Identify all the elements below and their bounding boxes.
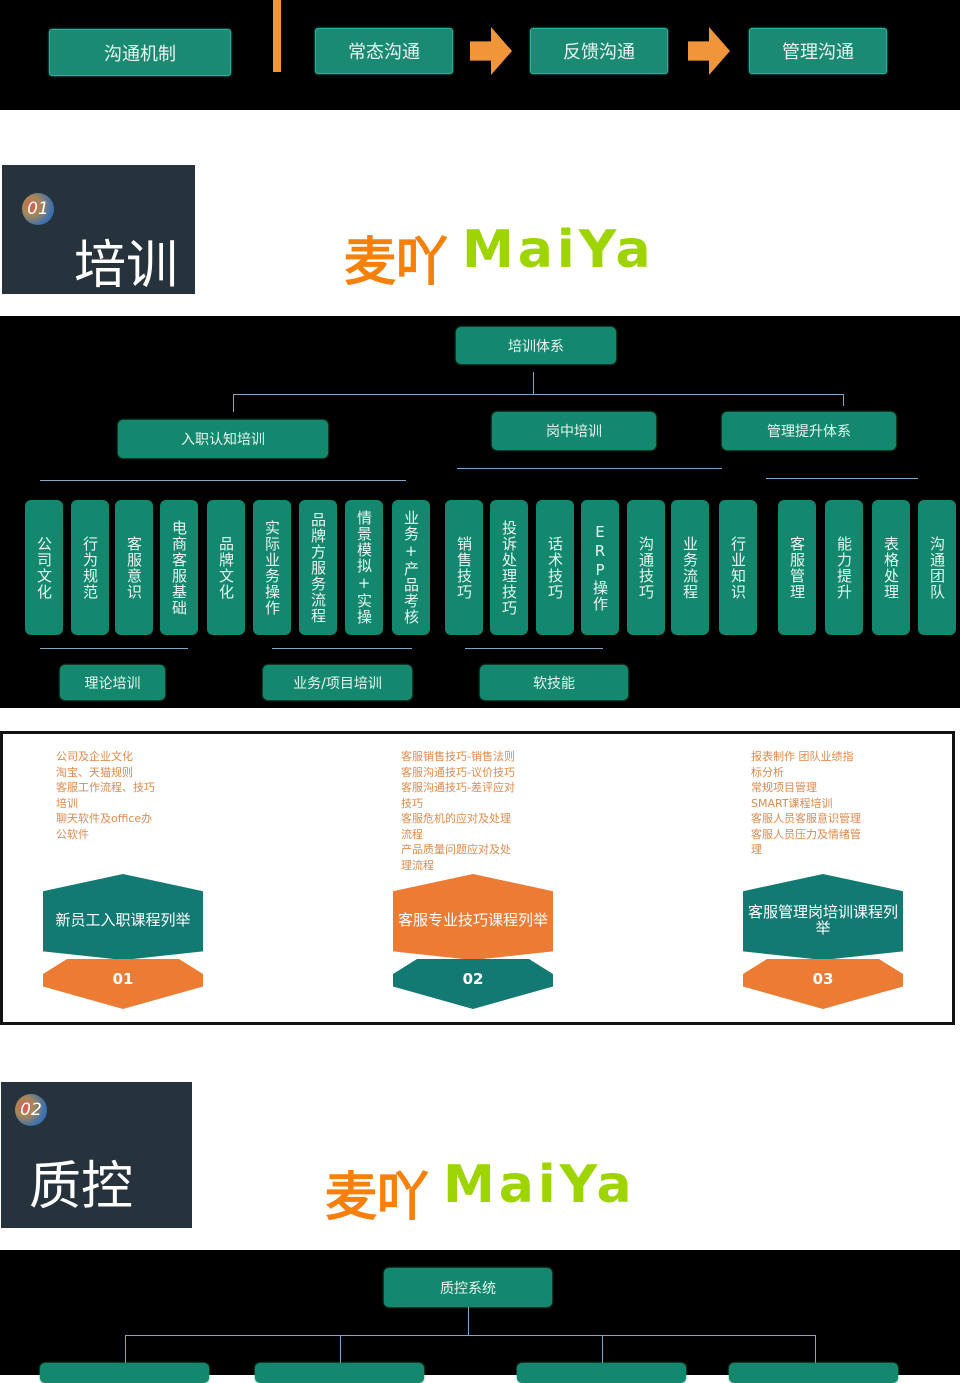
section-number-badge: 02 — [15, 1094, 47, 1126]
leaf-label: 公司文化 — [35, 535, 53, 600]
leaf-label: 客服管理 — [788, 535, 806, 600]
section-title: 培训 — [74, 236, 179, 296]
qc-child — [729, 1363, 898, 1383]
leaf-node: 公司文化 — [25, 500, 63, 635]
section-header-training: 01 培训 — [2, 165, 195, 296]
leaf-label: 品牌方服务流程 — [309, 511, 327, 624]
course-item: 公软件 — [56, 827, 89, 841]
section-header-qc: 02 质控 — [1, 1082, 192, 1228]
leaf-label: 电商客服基础 — [170, 519, 188, 616]
leaf-label: 实际业务操作 — [263, 519, 281, 616]
leaf-node: 客服管理 — [778, 500, 816, 635]
leaf-label: 情景模拟+实操 — [355, 510, 373, 625]
leaf-node: 品牌方服务流程 — [299, 500, 337, 635]
leaf-node: 沟通技巧 — [627, 500, 665, 635]
course-number-badge: 03 — [743, 959, 903, 1009]
qc-child — [255, 1363, 424, 1383]
course-items: 报表制作 团队业绩指标分析常规项目管理 SMART课程培训客服人员客服意识管理客服… — [751, 749, 861, 858]
course-item: 产品质量问题应对及处 — [401, 843, 511, 856]
leaf-label: 品牌文化 — [217, 535, 235, 600]
step-feedback: 反馈沟通 — [530, 28, 668, 74]
leaf-node: 行为规范 — [71, 500, 109, 635]
leaf-node: ERP操作 — [581, 500, 619, 635]
group-business: 业务/项目培训 — [263, 665, 412, 700]
arrow-right-icon — [688, 27, 730, 75]
leaf-label: 业务+产品考核 — [402, 510, 420, 625]
leaf-label: 行为规范 — [81, 535, 99, 600]
arrow-right-icon — [470, 27, 512, 75]
qc-child — [40, 1363, 209, 1383]
leaf-node: 销售技巧 — [445, 500, 483, 635]
course-number-badge: 02 — [393, 959, 553, 1009]
course-list-panel: 公司及企业文化淘宝、天猫规则客服工作流程、技巧培训聊天软件及office办公软件… — [0, 731, 955, 1025]
course-items: 客服销售技巧-销售法则客服沟通技巧-议价技巧客服沟通技巧-差评应对技巧客服危机的… — [401, 749, 515, 873]
leaf-label: 表格处理 — [882, 535, 900, 600]
course-item: 常规项目管理 — [751, 781, 817, 794]
qc-child — [517, 1363, 686, 1383]
leaf-node: 实际业务操作 — [253, 500, 291, 635]
leaf-label: ERP操作 — [591, 523, 609, 612]
course-item: 理 — [751, 843, 762, 856]
course-item: 培训 — [56, 796, 78, 810]
group-soft-skills: 软技能 — [480, 665, 628, 700]
course-title-badge: 客服专业技巧课程列举 — [393, 874, 553, 960]
course-item: 客服工作流程、技巧 — [56, 781, 155, 794]
section-number-badge: 01 — [22, 193, 54, 225]
course-item: SMART课程培训 — [751, 796, 833, 810]
leaf-node: 业务+产品考核 — [392, 500, 430, 635]
leaf-node: 电商客服基础 — [160, 500, 198, 635]
course-item: 客服人员压力及情绪管 — [751, 827, 861, 841]
course-title-badge: 客服管理岗培训课程列举 — [743, 874, 903, 960]
mechanism-box: 沟通机制 — [49, 29, 231, 76]
leaf-label: 行业知识 — [729, 535, 747, 600]
leaf-node: 投诉处理技巧 — [490, 500, 528, 635]
course-item: 客服沟通技巧-议价技巧 — [401, 765, 515, 779]
course-item: 客服沟通技巧-差评应对 — [401, 781, 515, 794]
leaf-label: 客服意识 — [125, 535, 143, 600]
leaf-label: 沟通技巧 — [637, 535, 655, 600]
branch-onboarding: 入职认知培训 — [118, 420, 328, 458]
step-management: 管理沟通 — [749, 28, 887, 74]
course-item: 客服销售技巧-销售法则 — [401, 750, 515, 763]
divider-bar — [273, 0, 281, 72]
course-item: 技巧 — [401, 796, 423, 810]
section-title: 质控 — [29, 1157, 134, 1217]
leaf-node: 业务流程 — [671, 500, 709, 635]
course-title-badge: 新员工入职课程列举 — [43, 874, 203, 960]
course-number-badge: 01 — [43, 959, 203, 1009]
course-item: 公司及企业文化 — [56, 750, 133, 763]
branch-management: 管理提升体系 — [722, 412, 896, 450]
leaf-label: 沟通团队 — [928, 535, 946, 600]
course-item: 淘宝、天猫规则 — [56, 765, 133, 779]
tree-root: 培训体系 — [456, 327, 616, 364]
leaf-node: 话术技巧 — [536, 500, 574, 635]
leaf-label: 业务流程 — [681, 535, 699, 600]
course-item: 聊天软件及office办 — [56, 812, 153, 825]
leaf-label: 销售技巧 — [455, 535, 473, 600]
course-item: 理流程 — [401, 858, 434, 872]
communication-banner: 沟通机制 常态沟通 反馈沟通 管理沟通 — [0, 0, 960, 110]
leaf-label: 能力提升 — [835, 535, 853, 600]
leaf-node: 沟通团队 — [918, 500, 956, 635]
leaf-node: 客服意识 — [115, 500, 153, 635]
course-items: 公司及企业文化淘宝、天猫规则客服工作流程、技巧培训聊天软件及office办公软件 — [56, 749, 155, 842]
leaf-node: 情景模拟+实操 — [345, 500, 383, 635]
group-theory: 理论培训 — [60, 665, 165, 700]
step-regular: 常态沟通 — [315, 28, 453, 74]
branch-on-job: 岗中培训 — [492, 412, 656, 450]
qc-root: 质控系统 — [384, 1268, 552, 1307]
leaf-label: 投诉处理技巧 — [500, 519, 518, 616]
leaf-node: 品牌文化 — [207, 500, 245, 635]
course-item: 标分析 — [751, 765, 784, 779]
course-item: 报表制作 团队业绩指 — [751, 750, 854, 763]
leaf-node: 表格处理 — [872, 500, 910, 635]
course-item: 客服危机的应对及处理 — [401, 812, 511, 825]
leaf-node: 能力提升 — [825, 500, 863, 635]
leaf-label: 话术技巧 — [546, 535, 564, 600]
course-item: 客服人员客服意识管理 — [751, 812, 861, 825]
leaf-node: 行业知识 — [719, 500, 757, 635]
course-item: 流程 — [401, 827, 423, 841]
